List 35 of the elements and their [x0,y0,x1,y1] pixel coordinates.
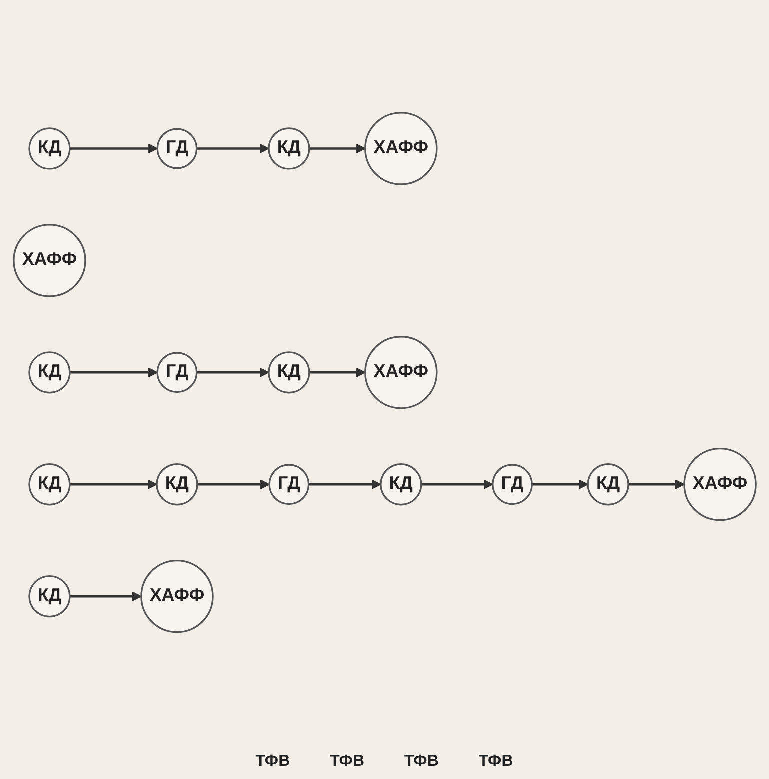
node-circle: ГД [492,464,532,505]
node-circle: ГД [156,128,198,170]
arrow [532,480,588,490]
arrow [69,592,142,602]
node-circle: ХАФФ [364,112,438,186]
arrow [308,144,366,154]
bracket-label: ТФВ [478,753,514,771]
node-circle: КД [28,575,70,618]
node-circle: ХАФФ [683,448,756,522]
arrow [196,144,269,154]
arrow [69,480,157,490]
arrow [69,368,158,378]
bracket-label: ТФВ [404,753,439,771]
node-circle: КД [28,463,70,506]
node-circle: КД [268,351,310,394]
bracket-label: ТФВ [330,753,364,771]
node-circle: КД [28,128,70,170]
node-circle: ГД [268,464,310,505]
node-circle: ХАФФ [140,560,214,634]
arrow [420,480,493,490]
arrow [628,480,684,490]
arrow [69,144,158,154]
node-circle: КД [380,463,422,506]
node-circle: ГД [156,352,198,393]
node-circle: КД [156,463,198,506]
node-circle: КД [28,351,70,394]
node-circle: ХАФФ [364,336,438,410]
bracket-label: ТФВ [256,753,290,771]
arrow [196,480,270,490]
arrow [308,368,366,378]
arrow [196,368,269,378]
node-circle: КД [268,128,310,170]
node-circle: КД [586,463,629,506]
arrow [308,480,381,490]
node-circle: ХАФФ [12,224,86,298]
